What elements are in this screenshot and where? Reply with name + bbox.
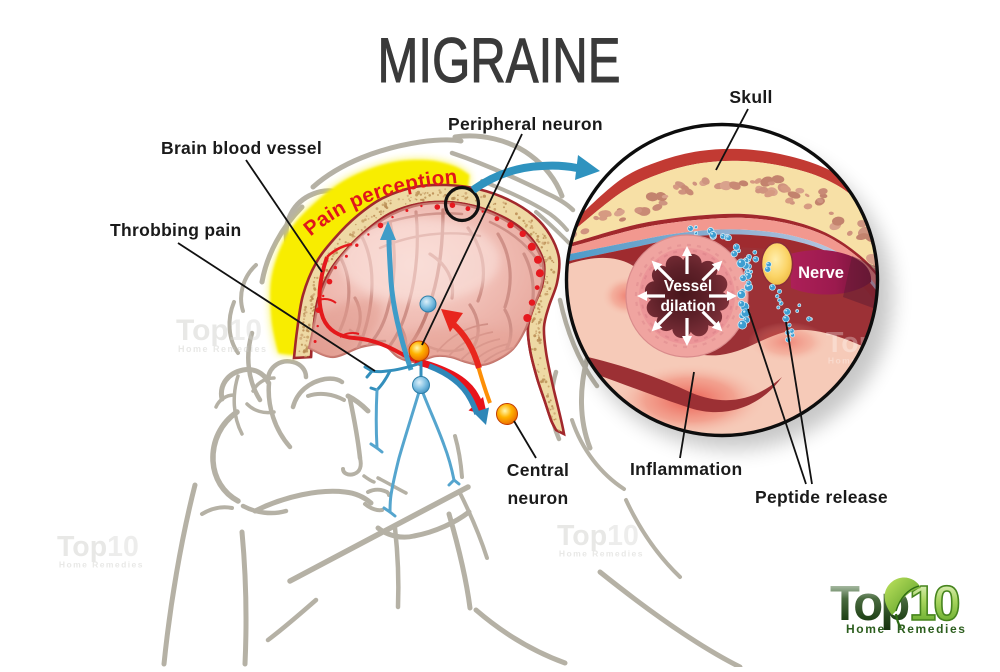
svg-text:MIGRAINE: MIGRAINE (378, 26, 621, 96)
svg-text:Inflammation: Inflammation (630, 459, 743, 479)
svg-text:Brain blood vessel: Brain blood vessel (161, 138, 322, 158)
svg-text:Central: Central (507, 460, 569, 480)
svg-text:Peripheral neuron: Peripheral neuron (448, 114, 603, 134)
svg-text:Vessel: Vessel (664, 278, 712, 295)
svg-text:dilation: dilation (660, 298, 715, 315)
svg-text:Top10: Top10 (557, 520, 639, 552)
svg-text:Home Remedies: Home Remedies (59, 559, 144, 569)
svg-text:Top10: Top10 (57, 531, 139, 563)
svg-text:neuron: neuron (507, 488, 568, 508)
svg-text:Home Remedies: Home Remedies (178, 344, 268, 354)
svg-text:Skull: Skull (729, 87, 772, 107)
svg-text:Peptide release: Peptide release (755, 487, 888, 507)
svg-text:Remedies: Remedies (897, 622, 967, 636)
svg-text:Home Remedies: Home Remedies (559, 548, 644, 558)
svg-text:Home Remedies: Home Remedies (828, 355, 913, 365)
svg-text:Top10: Top10 (176, 314, 262, 347)
svg-text:Nerve: Nerve (798, 264, 844, 282)
svg-text:Home: Home (846, 622, 886, 636)
svg-text:Throbbing pain: Throbbing pain (110, 220, 242, 240)
